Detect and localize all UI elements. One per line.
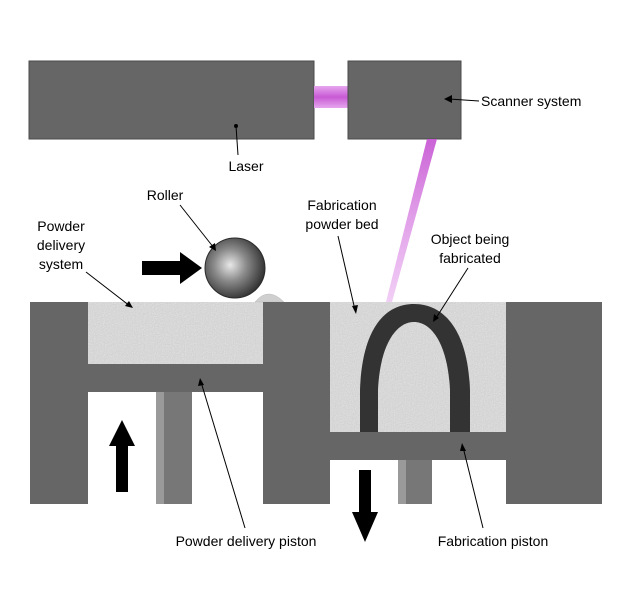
object-leader	[435, 267, 469, 319]
fabrication-piston-leader	[462, 446, 484, 529]
laser-unit	[28, 60, 315, 140]
fabrication-piston-down-arrow	[352, 470, 378, 542]
powder-delivery-piston-leader	[200, 381, 246, 529]
laser-beam-horizontal	[314, 86, 348, 108]
scanner-system-label: Scanner system	[481, 93, 581, 109]
fabrication-piston-label: Fabrication piston	[438, 533, 549, 549]
powder-heap	[254, 293, 285, 303]
delivery-piston-plate	[88, 364, 263, 392]
object-label-line1: Object being	[431, 231, 510, 247]
roller	[204, 237, 266, 299]
powder-delivery-piston-label: Powder delivery piston	[176, 533, 317, 549]
fabrication-powder-bed-label-line1: Fabrication	[307, 197, 376, 213]
middle-wall	[263, 302, 330, 504]
delivery-piston-up-arrow	[109, 420, 135, 492]
right-outer-wall	[506, 302, 602, 504]
roller-direction-arrow	[142, 252, 202, 284]
roller-label: Roller	[147, 187, 184, 203]
roller-leader	[179, 204, 215, 249]
scanner-leader	[448, 98, 480, 102]
laser-label: Laser	[228, 158, 263, 174]
fabricated-object	[360, 304, 470, 432]
fabrication-powder-bed-leader	[337, 235, 356, 311]
fabrication-piston-plate	[330, 432, 506, 460]
powder-delivery-system-label-line2: delivery	[37, 237, 85, 253]
laser-leader	[235, 125, 239, 156]
powder-delivery-system-label-line1: Powder	[37, 218, 85, 234]
fabrication-powder-bed-label-line2: powder bed	[305, 216, 378, 232]
powder-delivery-system-label-line3: system	[39, 256, 83, 272]
scanner-unit	[347, 60, 462, 140]
powder-delivery-system-leader	[85, 271, 131, 307]
laser-beam-scanned	[386, 139, 437, 302]
left-outer-wall	[30, 302, 88, 504]
object-label-line2: fabricated	[439, 250, 500, 266]
